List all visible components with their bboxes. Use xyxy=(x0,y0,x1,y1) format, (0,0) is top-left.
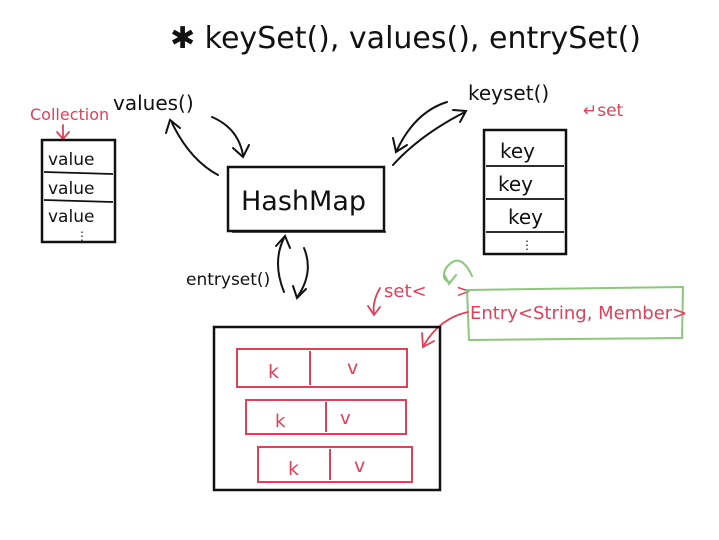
value-item-3: value xyxy=(48,207,94,227)
value-item-more: ⋮ xyxy=(76,229,88,243)
entry-row-2-key: k xyxy=(275,411,286,432)
collection-label: Collection xyxy=(30,105,109,124)
entry-row-1-value: v xyxy=(347,357,358,379)
keyset-arrows xyxy=(392,101,468,166)
diagram-title: ✱ keySet(), values(), entrySet() xyxy=(170,21,641,56)
entryset-arrows xyxy=(275,234,309,300)
key-item-3: key xyxy=(508,205,543,229)
entry-row-2: k v xyxy=(245,399,407,435)
keyset-method-label: keyset() xyxy=(468,81,549,105)
key-set-label: ↵set xyxy=(583,101,624,121)
entry-set-label: set< xyxy=(384,281,427,302)
entry-set-arrow xyxy=(367,287,381,317)
entry-row-3: k v xyxy=(257,446,413,483)
value-item-2: value xyxy=(48,179,94,199)
entry-annotation: Entry<String, Member> xyxy=(442,259,687,342)
entry-row-3-key: k xyxy=(288,458,299,480)
values-method-label: values() xyxy=(113,91,194,115)
key-item-2: key xyxy=(498,172,533,196)
hashmap-box: HashMap xyxy=(226,165,386,233)
entry-row-1: k v xyxy=(236,348,408,388)
values-list: value value value ⋮ xyxy=(40,138,117,244)
entryset-method-label: entryset() xyxy=(186,270,270,290)
collection-arrow xyxy=(56,124,70,141)
keys-list: key key key ⋮ xyxy=(482,128,568,256)
entry-set-box xyxy=(212,325,442,492)
hashmap-label: HashMap xyxy=(241,186,366,217)
entry-pointer-arrow xyxy=(421,311,469,349)
entry-type-label: Entry<String, Member> xyxy=(470,303,687,324)
entry-row-3-value: v xyxy=(354,455,365,477)
entry-row-1-key: k xyxy=(268,361,279,383)
entry-row-2-value: v xyxy=(340,408,351,429)
values-arrows xyxy=(165,116,250,176)
key-item-more: ⋮ xyxy=(521,238,533,252)
entry-set-close: > xyxy=(456,281,471,302)
value-item-1: value xyxy=(48,150,94,170)
key-item-1: key xyxy=(500,139,535,163)
